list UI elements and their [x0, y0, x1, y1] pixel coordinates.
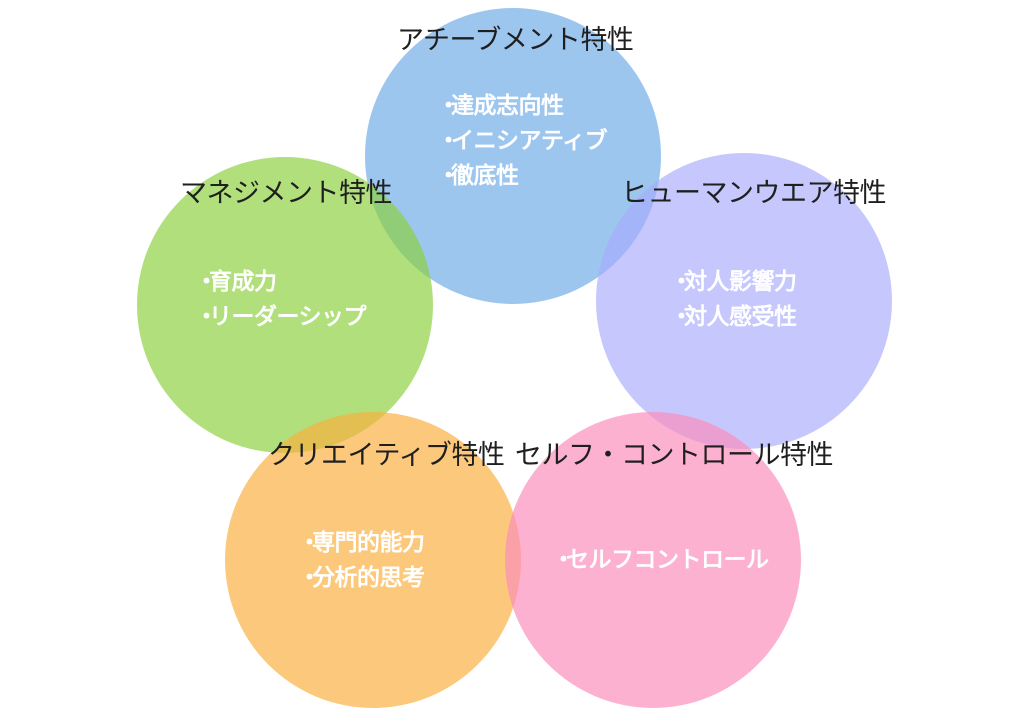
- list-item: ・対人感受性: [670, 300, 797, 335]
- list-item: ・リーダーシップ: [195, 300, 367, 335]
- creative-circle: [225, 412, 521, 708]
- item-label: 対人影響力: [684, 269, 797, 295]
- list-item: ・対人影響力: [670, 265, 797, 300]
- item-label: 対人感受性: [684, 304, 797, 330]
- item-label: 徹底性: [451, 163, 519, 189]
- list-item: ・達成志向性: [437, 89, 607, 124]
- bullet: ・: [670, 304, 693, 330]
- bullet: ・: [298, 565, 321, 591]
- item-label: 専門的能力: [312, 530, 425, 556]
- selfcontrol-circle: [505, 412, 801, 708]
- list-item: ・セルフコントロール: [552, 543, 769, 578]
- bullet: ・: [195, 269, 218, 295]
- bullet: ・: [552, 547, 575, 573]
- humanware-item-list: ・対人影響力 ・対人感受性: [670, 265, 797, 335]
- creative-item-list: ・専門的能力 ・分析的思考: [298, 526, 425, 596]
- item-label: イニシアティブ: [451, 128, 608, 154]
- item-label: 達成志向性: [451, 93, 564, 119]
- bullet: ・: [670, 269, 693, 295]
- bullet: ・: [437, 93, 460, 119]
- humanware-circle: [596, 153, 892, 449]
- management-title: マネジメント特性: [180, 178, 393, 209]
- management-circle: [137, 157, 433, 453]
- list-item: ・専門的能力: [298, 526, 425, 561]
- selfcontrol-title: セルフ・コントロール特性: [515, 440, 834, 471]
- bullet: ・: [298, 530, 321, 556]
- item-label: セルフコントロール: [566, 547, 769, 573]
- list-item: ・育成力: [195, 265, 366, 300]
- bullet: ・: [195, 304, 218, 330]
- bullet: ・: [437, 128, 460, 154]
- item-label: 分析的思考: [312, 565, 425, 591]
- list-item: ・徹底性: [437, 159, 607, 194]
- management-item-list: ・育成力 ・リーダーシップ: [195, 265, 367, 335]
- list-item: ・分析的思考: [298, 561, 425, 596]
- selfcontrol-item-list: ・セルフコントロール: [552, 543, 769, 578]
- item-label: リーダーシップ: [209, 304, 367, 330]
- bullet: ・: [437, 163, 460, 189]
- achievement-item-list: ・達成志向性 ・イニシアティブ ・徹底性: [437, 89, 608, 194]
- item-label: 育成力: [209, 269, 277, 295]
- creative-title: クリエイティブ特性: [268, 440, 505, 471]
- list-item: ・イニシアティブ: [437, 124, 608, 159]
- achievement-title: アチーブメント特性: [397, 25, 634, 56]
- humanware-title: ヒューマンウエア特性: [621, 178, 887, 209]
